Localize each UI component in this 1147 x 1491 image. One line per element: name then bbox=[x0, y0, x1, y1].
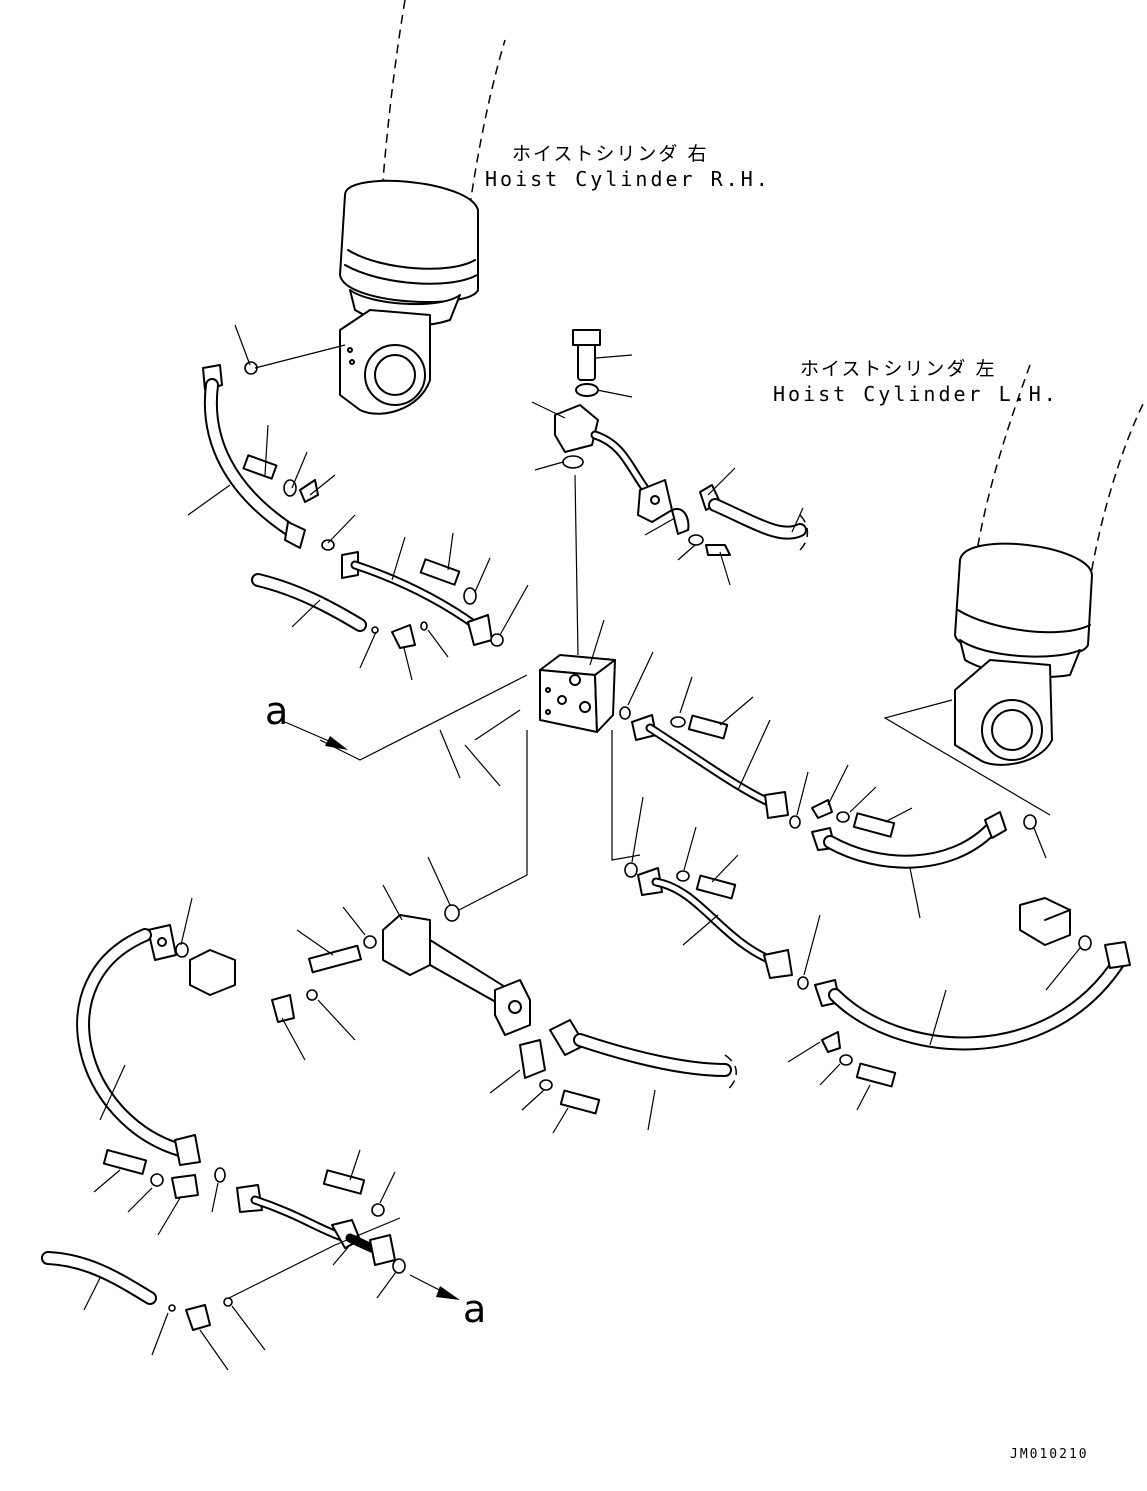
hoist-cylinder-rh bbox=[339, 0, 506, 415]
assembly-lines bbox=[319, 474, 641, 913]
view-ref-label-bottom: a bbox=[463, 1287, 486, 1331]
cylinder-rh-label-en: Hoist Cylinder R.H. bbox=[485, 167, 771, 191]
hoist-cylinder-lh bbox=[954, 364, 1146, 766]
cylinder-lh-label-jp: ホイストシリンダ 左 bbox=[800, 358, 996, 380]
upper-left-hose-assembly bbox=[202, 361, 504, 649]
top-elbow-tube bbox=[554, 329, 809, 556]
right-mid-tube bbox=[619, 706, 1037, 869]
view-arrow-left bbox=[284, 721, 348, 750]
lower-left-hose-assembly bbox=[41, 924, 406, 1331]
lower-right-tube bbox=[624, 862, 1131, 1088]
view-arrow-bottom bbox=[409, 1274, 460, 1300]
view-ref-label-left: a bbox=[265, 689, 288, 733]
cylinder-rh-label-jp: ホイストシリンダ 右 bbox=[512, 143, 708, 165]
manifold-block bbox=[539, 654, 616, 733]
cylinder-lh-label-en: Hoist Cylinder L.H. bbox=[773, 382, 1059, 406]
lower-center-tube bbox=[271, 904, 737, 1115]
callout-leaders bbox=[83, 324, 1081, 1371]
drawing-code: JM010210 bbox=[1010, 1447, 1089, 1462]
